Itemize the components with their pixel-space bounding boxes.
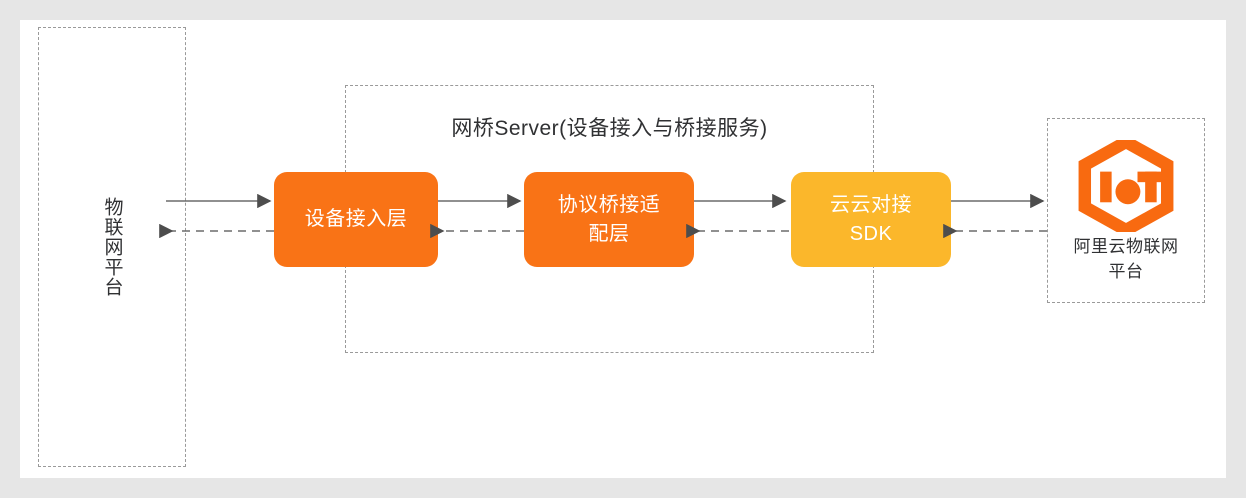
bridge-server-title: 网桥Server(设备接入与桥接服务) xyxy=(451,117,768,140)
stage-cloud-sdk[interactable]: 云云对接 SDK xyxy=(791,172,951,267)
stage-protocol-bridge[interactable]: 协议桥接适 配层 xyxy=(524,172,694,267)
aliyun-iot-logo-icon xyxy=(1078,139,1174,232)
diagram-canvas: 物联网平台 网桥Server(设备接入与桥接服务) 设备接入层 协议桥接适 配层… xyxy=(20,20,1226,478)
connector-protocol-bridge-to-cloud-sdk xyxy=(686,193,792,239)
iot-platform-container: 物联网平台 xyxy=(38,27,186,467)
stage-device-access-label: 设备接入层 xyxy=(304,208,408,230)
stage-device-access[interactable]: 设备接入层 xyxy=(274,172,438,267)
connector-platform-to-device-access xyxy=(159,193,278,239)
connector-cloud-sdk-to-aliyun-platform xyxy=(943,193,1049,239)
stage-protocol-bridge-label: 协议桥接适 配层 xyxy=(557,193,661,245)
aliyun-iot-platform-container: 阿里云物联网 平台 xyxy=(1047,118,1205,303)
stage-cloud-sdk-label: 云云对接 SDK xyxy=(830,193,912,245)
connector-device-access-to-protocol-bridge xyxy=(430,193,526,239)
aliyun-iot-platform-label: 阿里云物联网 平台 xyxy=(1073,236,1179,281)
iot-platform-label: 物联网平台 xyxy=(101,197,123,297)
